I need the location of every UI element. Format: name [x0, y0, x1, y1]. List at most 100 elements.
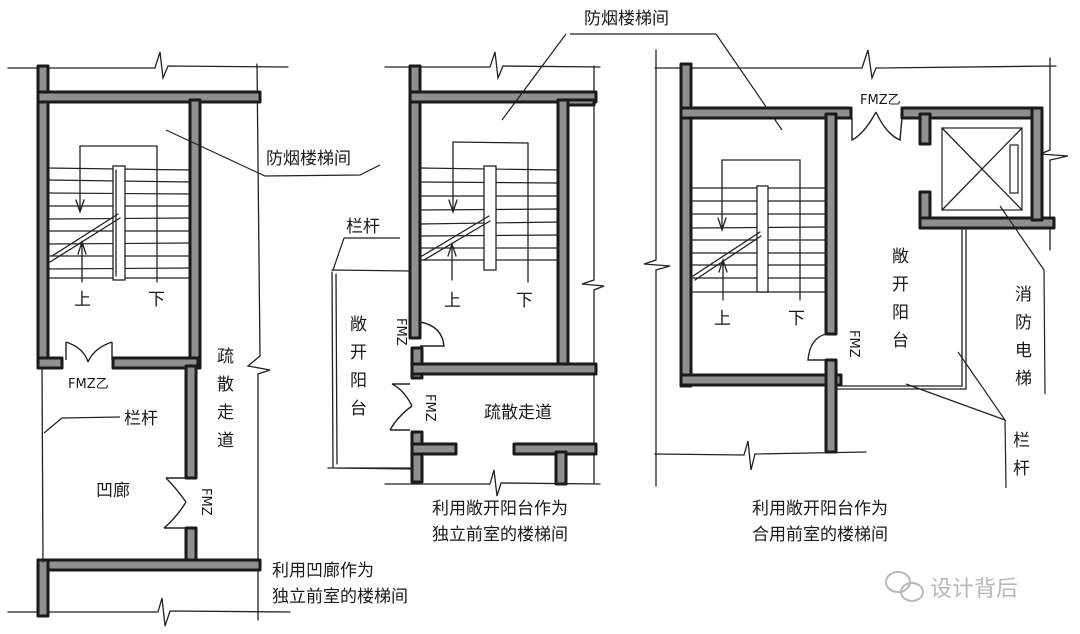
stair-flight [47, 145, 191, 283]
double-door [851, 111, 903, 142]
caption-line: 利用敞开阳台作为 [752, 499, 888, 519]
wall [111, 356, 200, 370]
down-label: 下 [516, 291, 533, 311]
door-code-label: FMZ [393, 318, 408, 346]
wall [36, 90, 262, 104]
plan-a: 上 下 FMZ乙 FMZ 防烟楼梯间 栏杆 疏 散 走 道 凹廊 利用凹廊作为 … [7, 51, 408, 627]
wall [36, 356, 64, 370]
wall [410, 430, 424, 484]
break-line [7, 597, 291, 627]
railing-line [41, 367, 44, 563]
fire-elevator-char: 电 [1015, 341, 1032, 361]
railing-label: 栏杆 [346, 217, 380, 237]
evac-corridor-label: 疏散走道 [484, 403, 552, 423]
wall [918, 216, 1056, 230]
dimension-line [643, 49, 671, 487]
railing-line [327, 269, 413, 470]
walk-line [448, 141, 458, 215]
open-balcony-char: 台 [892, 331, 909, 351]
stair-well [112, 165, 126, 281]
wall [36, 64, 50, 366]
fire-elevator-char: 防 [1015, 313, 1032, 333]
caption-line: 利用敞开阳台作为 [432, 499, 568, 519]
stair-flight [690, 159, 827, 301]
stair-hall-label: 防烟楼梯间 [266, 149, 351, 169]
evac-corridor-char: 疏 [217, 347, 234, 367]
double-door [65, 341, 113, 363]
down-label: 下 [148, 290, 165, 310]
leader-line [999, 205, 1045, 271]
single-door [419, 321, 445, 347]
wall [36, 558, 50, 618]
wall [556, 98, 570, 372]
wall [184, 526, 198, 564]
plan-c: FMZ乙 上 下 FMZ 栏 杆 [643, 49, 1069, 545]
open-balcony-char: 阳 [892, 303, 909, 323]
open-balcony-char: 敞 [892, 247, 909, 267]
break-line [384, 51, 601, 81]
wall [566, 98, 596, 107]
caption-line: 利用凹廊作为 [272, 561, 374, 581]
walk-line [718, 257, 728, 301]
door-code-label: FMZ乙 [68, 377, 109, 392]
railing-char: 杆 [1013, 459, 1030, 479]
open-balcony-char: 台 [350, 399, 367, 419]
wall [188, 98, 202, 370]
recess-label: 凹廊 [96, 481, 130, 501]
wall [408, 64, 422, 340]
down-label: 下 [788, 309, 805, 329]
caption-line: 独立前室的楼梯间 [432, 525, 568, 545]
wall [1030, 106, 1044, 222]
break-line [7, 51, 289, 81]
stair-hall-title: 防烟楼梯间 [584, 9, 669, 29]
leader-line [332, 237, 400, 271]
up-label: 上 [714, 309, 731, 329]
wall [679, 106, 853, 120]
evac-corridor-char: 散 [217, 375, 234, 395]
wall [410, 442, 458, 456]
leader-line [43, 416, 121, 434]
wall [184, 364, 198, 480]
leader-line [165, 129, 381, 177]
walk-line [75, 145, 85, 215]
elevator-car [941, 127, 1023, 211]
open-balcony-char: 阳 [350, 371, 367, 391]
caption-line: 合用前室的楼梯间 [752, 525, 888, 545]
wechat-icon [885, 571, 924, 602]
stair-well [756, 185, 769, 293]
railing-char: 栏 [1013, 431, 1030, 451]
wall [554, 450, 568, 486]
wall [918, 112, 932, 146]
fire-elevator-char: 梯 [1015, 369, 1032, 389]
wall [824, 112, 838, 336]
up-label: 上 [74, 290, 91, 310]
evac-corridor-char: 道 [217, 431, 234, 451]
break-line [384, 469, 601, 497]
up-label: 上 [444, 291, 461, 311]
open-balcony-char: 开 [892, 275, 909, 295]
door-code-label: FMZ [422, 394, 437, 422]
stair-flight [419, 141, 559, 283]
dimension-line [246, 63, 271, 621]
dimension-line [581, 65, 605, 485]
leader-line [1043, 269, 1046, 395]
leader-line [905, 351, 1007, 489]
single-door [807, 333, 827, 361]
railing-label: 栏杆 [124, 409, 158, 429]
evac-corridor-char: 走 [217, 403, 234, 423]
wall [679, 373, 843, 387]
walk-line [717, 159, 727, 233]
door-code-label: FMZ乙 [860, 93, 901, 108]
door-code-label: FMZ [198, 488, 213, 516]
watermark-text: 设计背后 [930, 577, 1018, 602]
break-line [654, 440, 867, 471]
open-balcony-char: 敞 [350, 315, 367, 335]
double-door [389, 383, 413, 431]
fire-elevator-char: 消 [1015, 285, 1032, 305]
stair-well [483, 165, 497, 271]
railing-line [835, 227, 967, 390]
plan-b: 上 下 FMZ FMZ 栏杆 敞 开 阳 台 疏散走道 利用敞开阳台作为 独立前… [327, 51, 605, 545]
walk-line [77, 239, 87, 283]
break-line [654, 49, 1057, 81]
